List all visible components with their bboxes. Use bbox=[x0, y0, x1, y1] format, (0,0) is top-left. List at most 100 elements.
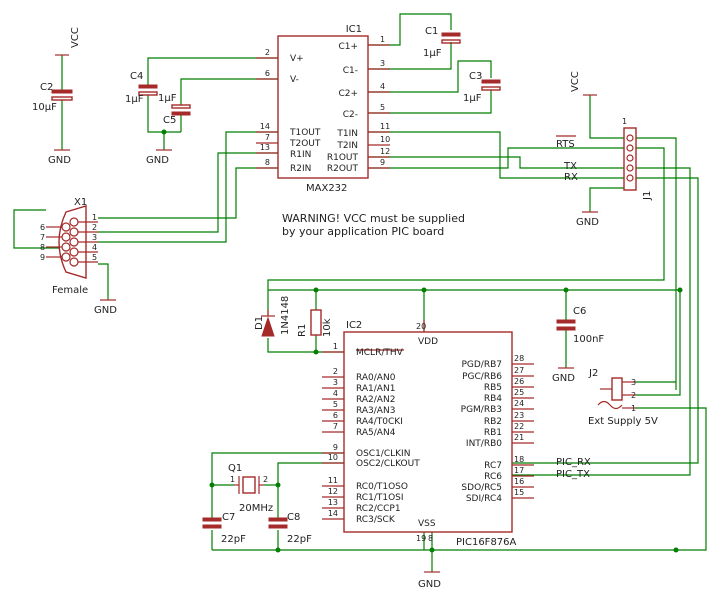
ic1-pin-num: 13 bbox=[260, 143, 270, 152]
ic2-pin-name: RB2 bbox=[484, 417, 502, 427]
diode-d1: D1 1N4148 bbox=[254, 296, 291, 337]
ic2-pin-name: SDO/RC5 bbox=[461, 483, 502, 493]
c4-value: 1µF bbox=[125, 94, 144, 105]
ic2-pin-num: 1 bbox=[333, 342, 338, 351]
capacitor-c5: 1µF C5 bbox=[158, 93, 191, 126]
q1-pin: 1 bbox=[230, 475, 235, 484]
x1-pin-num: 2 bbox=[92, 223, 97, 232]
gnd-symbol: GND bbox=[146, 149, 172, 166]
capacitor-c8: C8 22pF bbox=[268, 512, 312, 545]
ic1-pin-name: V- bbox=[290, 75, 299, 85]
net-label-pic-rx: PIC_RX bbox=[556, 457, 591, 468]
q1-value: 20MHz bbox=[239, 503, 273, 514]
j2-pin: 2 bbox=[631, 391, 636, 400]
ic2-pin-name: PGC/RB6 bbox=[462, 372, 502, 382]
ic2-pin-name: RA2/AN2 bbox=[356, 395, 395, 405]
ic1-pin-name: R2IN bbox=[290, 164, 311, 174]
ic2-pin-num: 22 bbox=[514, 422, 524, 431]
ic1-pin-num: 7 bbox=[265, 133, 270, 142]
ic2-pin-num: 13 bbox=[328, 498, 338, 507]
gnd-symbol: GND bbox=[94, 299, 117, 316]
ic2-pin-name: RB4 bbox=[484, 394, 502, 404]
gnd-label: GND bbox=[146, 155, 169, 166]
ic1-pin-num: 12 bbox=[380, 147, 390, 156]
ic1-pin-name: V+ bbox=[290, 54, 304, 64]
c8-value: 22pF bbox=[287, 534, 312, 545]
ic1-pin-num: 14 bbox=[260, 122, 270, 131]
c3-value: 1µF bbox=[463, 93, 482, 104]
junction bbox=[563, 287, 569, 293]
c2-value: 10µF bbox=[32, 102, 57, 113]
ic1-pin-num: 4 bbox=[380, 82, 385, 91]
ic2-ref: IC2 bbox=[346, 320, 362, 331]
ic1-pin-name: R1IN bbox=[290, 150, 311, 160]
x1-pin-num: 7 bbox=[40, 233, 45, 242]
junctions bbox=[161, 129, 683, 553]
ic2-vss: VSS bbox=[418, 519, 436, 529]
ic2-pin-name: RA5/AN4 bbox=[356, 428, 396, 438]
ic1-pin-num: 11 bbox=[380, 122, 390, 131]
ic1-pin-num: 3 bbox=[380, 59, 385, 68]
ic2-pin-num: 21 bbox=[514, 433, 524, 442]
c1-value: 1µF bbox=[423, 48, 442, 59]
x1-pin-num: 3 bbox=[92, 233, 97, 242]
ic2-pin-name: RA0/AN0 bbox=[356, 373, 396, 383]
ic2-pin-num: 8 bbox=[428, 534, 433, 543]
gnd-symbol: GND bbox=[576, 211, 599, 228]
d1-ref: D1 bbox=[254, 316, 265, 330]
ic2-pin-num: 24 bbox=[514, 399, 524, 408]
c2-ref: C2 bbox=[40, 82, 53, 93]
ic2-pin-name: OSC2/CLKOUT bbox=[356, 459, 420, 469]
ic2-pin-num: 15 bbox=[514, 488, 524, 497]
c6-ref: C6 bbox=[573, 306, 586, 317]
x1-pin-num: 8 bbox=[40, 243, 45, 252]
ic2-pin-name: MCLR/THV bbox=[356, 348, 404, 358]
ic1-pin-num: 10 bbox=[380, 135, 390, 144]
ic1-pin-name: T1OUT bbox=[289, 128, 321, 138]
r1-value: 10k bbox=[322, 318, 333, 337]
ic1-pin-name: C2- bbox=[343, 110, 358, 120]
ic1-pin-num: 2 bbox=[265, 48, 270, 57]
connector-j1: 1 J1 RTS TX RX bbox=[556, 117, 653, 201]
ic2-pin-name: RB5 bbox=[484, 383, 502, 393]
ic2-pin-num: 7 bbox=[333, 422, 338, 431]
ic2-pin-name: PGD/RB7 bbox=[461, 360, 502, 370]
junction bbox=[429, 547, 435, 553]
j1-ref: J1 bbox=[642, 191, 653, 201]
gnd-label: GND bbox=[418, 579, 441, 590]
ic2-pin-num: 9 bbox=[333, 443, 338, 452]
c3-ref: C3 bbox=[469, 71, 482, 82]
ic1-pin-name: R1OUT bbox=[327, 153, 359, 163]
c6-value: 100nF bbox=[573, 334, 604, 345]
j1-rts-label: RTS bbox=[556, 139, 575, 150]
capacitor-c7: C7 22pF bbox=[202, 512, 246, 545]
x1-pin-num: 1 bbox=[92, 213, 97, 222]
ic1-pin-num: 5 bbox=[380, 103, 385, 112]
ic2-pin-num: 2 bbox=[333, 367, 338, 376]
c7-ref: C7 bbox=[222, 512, 235, 523]
ic2-pin-num: 12 bbox=[328, 487, 338, 496]
ic1-pin-name: C1- bbox=[343, 66, 358, 76]
ic2-pin-name: RA3/AN3 bbox=[356, 406, 395, 416]
gnd-label: GND bbox=[552, 373, 575, 384]
ic1-pin-name: T2OUT bbox=[289, 139, 321, 149]
c5-ref: C5 bbox=[163, 115, 176, 126]
junction bbox=[209, 482, 215, 488]
vcc-symbol: VCC bbox=[55, 27, 81, 56]
junction bbox=[421, 287, 427, 293]
junction bbox=[677, 287, 683, 293]
gnd-symbol: GND bbox=[48, 149, 71, 166]
c1-ref: C1 bbox=[425, 26, 438, 37]
ic2-pin-name: SDI/RC4 bbox=[466, 494, 502, 504]
capacitor-c2: C2 10µF bbox=[32, 82, 73, 113]
gnd-label: GND bbox=[94, 305, 117, 316]
j1-pin1: 1 bbox=[622, 117, 627, 126]
q1-ref: Q1 bbox=[228, 463, 242, 474]
ic1-pin-name: C2+ bbox=[338, 89, 358, 99]
c7-value: 22pF bbox=[221, 534, 246, 545]
ic2-part: PIC16F876A bbox=[456, 537, 517, 548]
warning-line-2: by your application PIC board bbox=[282, 225, 444, 238]
x1-ref: X1 bbox=[74, 197, 87, 208]
